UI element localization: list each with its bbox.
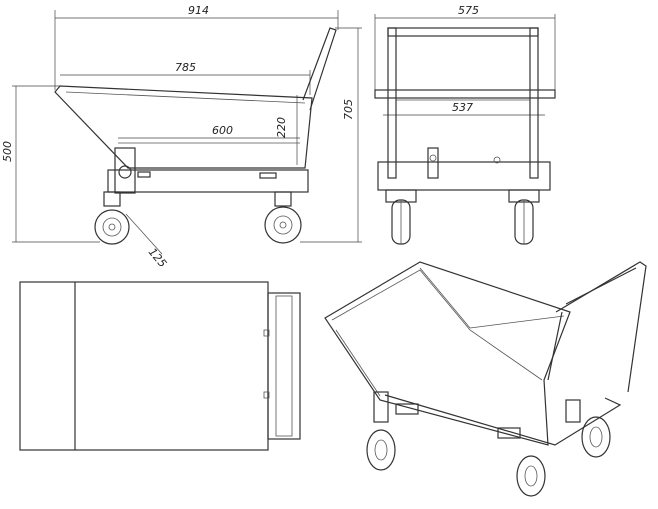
top-handle-bar xyxy=(275,295,293,437)
top-outline xyxy=(19,281,269,451)
dim-500: 500 xyxy=(1,85,100,243)
dim-600-label: 600 xyxy=(212,124,233,137)
bolt xyxy=(493,156,501,164)
dim-125: 125 xyxy=(125,213,169,270)
iso-view xyxy=(324,261,647,497)
iso-hopper-inner xyxy=(331,269,543,381)
handle-bar-top xyxy=(387,27,539,37)
dim-914: 914 xyxy=(54,4,339,90)
top-view xyxy=(19,281,301,451)
dim-705: 705 xyxy=(300,27,362,243)
front-view: 575 537 xyxy=(374,4,556,245)
pivot-pin xyxy=(118,165,132,179)
hopper-rim-front xyxy=(374,89,556,99)
iso-wheel-front-right xyxy=(516,455,546,497)
chassis-frame xyxy=(107,169,309,193)
iso-chassis xyxy=(384,394,622,446)
frame-slot xyxy=(259,172,277,179)
dim-575: 575 xyxy=(374,4,556,95)
iso-chassis-plate-2 xyxy=(497,427,521,439)
iso-front-edge xyxy=(335,329,381,397)
iso-handle-inner xyxy=(547,267,637,381)
handle-post-left xyxy=(387,27,397,179)
pivot-bracket-left xyxy=(114,147,136,194)
dim-537: 537 xyxy=(383,101,545,116)
push-handle xyxy=(302,27,337,111)
dim-785: 785 xyxy=(60,61,311,95)
iso-wheel-rear-right xyxy=(581,416,611,458)
dim-785-label: 785 xyxy=(175,61,196,74)
dim-220-label: 220 xyxy=(275,117,288,138)
iso-chassis-plate xyxy=(395,403,419,415)
iso-bracket-2 xyxy=(565,399,581,423)
latch-pin xyxy=(429,154,437,162)
dim-125-label: 125 xyxy=(146,246,169,270)
iso-wheel-front-left xyxy=(366,429,396,471)
top-handle-area xyxy=(267,292,301,440)
top-bracket-2 xyxy=(263,391,270,399)
iso-back-edge xyxy=(469,315,565,329)
wheel-front-side xyxy=(94,191,130,245)
dim-575-label: 575 xyxy=(458,4,479,17)
hopper-rim xyxy=(65,91,306,104)
wheel-rear-side xyxy=(264,191,302,244)
handle-post-right xyxy=(529,27,539,179)
side-view: 914 785 600 220 500 705 xyxy=(1,4,362,270)
top-bracket-1 xyxy=(263,329,270,337)
dim-500-label: 500 xyxy=(1,141,14,162)
iso-bracket xyxy=(373,391,389,423)
wheel-right-front xyxy=(508,189,540,245)
dim-220: 220 xyxy=(275,95,298,165)
frame-slot-2 xyxy=(137,171,151,178)
latch-bracket xyxy=(427,147,439,179)
iso-handle xyxy=(555,261,647,393)
wheel-left-front xyxy=(385,189,417,245)
iso-fold-line xyxy=(419,267,471,329)
dim-537-label: 537 xyxy=(452,101,473,114)
hopper-body-side xyxy=(54,85,313,169)
dim-600: 600 xyxy=(118,124,300,139)
iso-hopper-outer xyxy=(324,261,571,446)
dim-705-label: 705 xyxy=(342,99,355,120)
chassis-front xyxy=(377,161,551,191)
dim-914-label: 914 xyxy=(188,4,209,17)
